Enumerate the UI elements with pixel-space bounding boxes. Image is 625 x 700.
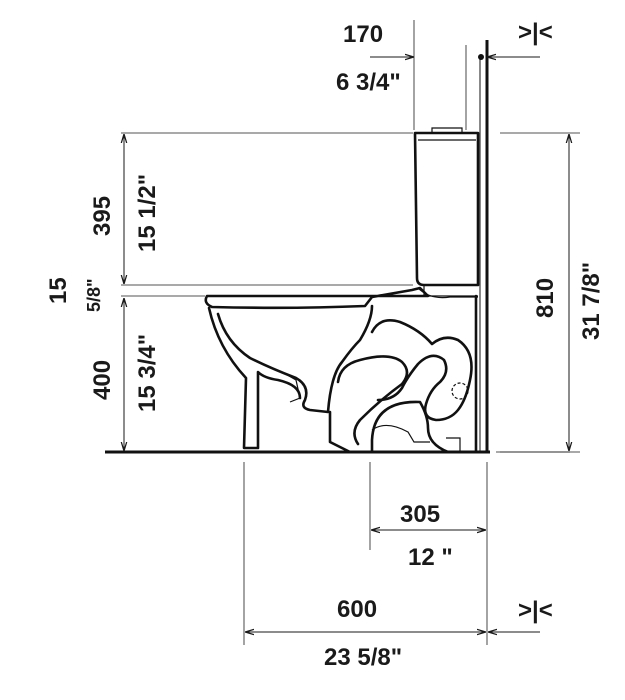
dim-seat-gap-inch: 5/8" [84,278,104,312]
cistern-base [423,285,478,297]
wall-anchor-dot [478,54,484,60]
bowl-front [207,306,302,450]
dim-rough-in-inch: 12 " [408,544,453,571]
dimension-lines [124,57,569,632]
dim-rim-height-mm: 400 [89,360,116,400]
dim-tank-height-inch: 15 1/2" [134,174,161,252]
bowl-inner [216,304,374,414]
toilet-seat [204,286,430,310]
dim-total-height-mm: 810 [532,278,559,318]
symbol-gap-top: >|< [518,19,553,46]
toilet-outline [204,127,480,454]
trapway-outer [328,294,478,454]
trapway-channel [336,355,409,446]
foot-detail [281,371,301,403]
trapway-loop [370,319,473,422]
dim-rough-in-mm: 305 [400,501,440,528]
seat-hinge [417,287,478,299]
dim-seat-gap-mm: 15 [45,277,72,304]
dim-total-height-inch: 31 7/8" [578,262,605,340]
dim-wall-offset-inch: 6 3/4" [336,69,401,96]
cistern-lid-cap [431,127,463,133]
dim-total-depth-mm: 600 [337,596,377,623]
trapway-base [371,424,461,452]
dim-rim-height-inch: 15 3/4" [134,334,161,412]
dim-tank-height-mm: 395 [89,196,116,236]
floor-and-wall [105,40,490,454]
symbol-gap-bottom: >|< [518,597,553,624]
dim-total-depth-inch: 23 5/8" [324,644,402,671]
dimension-labels: 170 6 3/4" 600 23 5/8" 305 12 " >|< >|< … [45,19,605,671]
dim-wall-offset-mm: 170 [343,21,383,48]
extension-lines [121,20,580,645]
cistern-tank [413,131,480,287]
waste-outlet [451,382,469,400]
